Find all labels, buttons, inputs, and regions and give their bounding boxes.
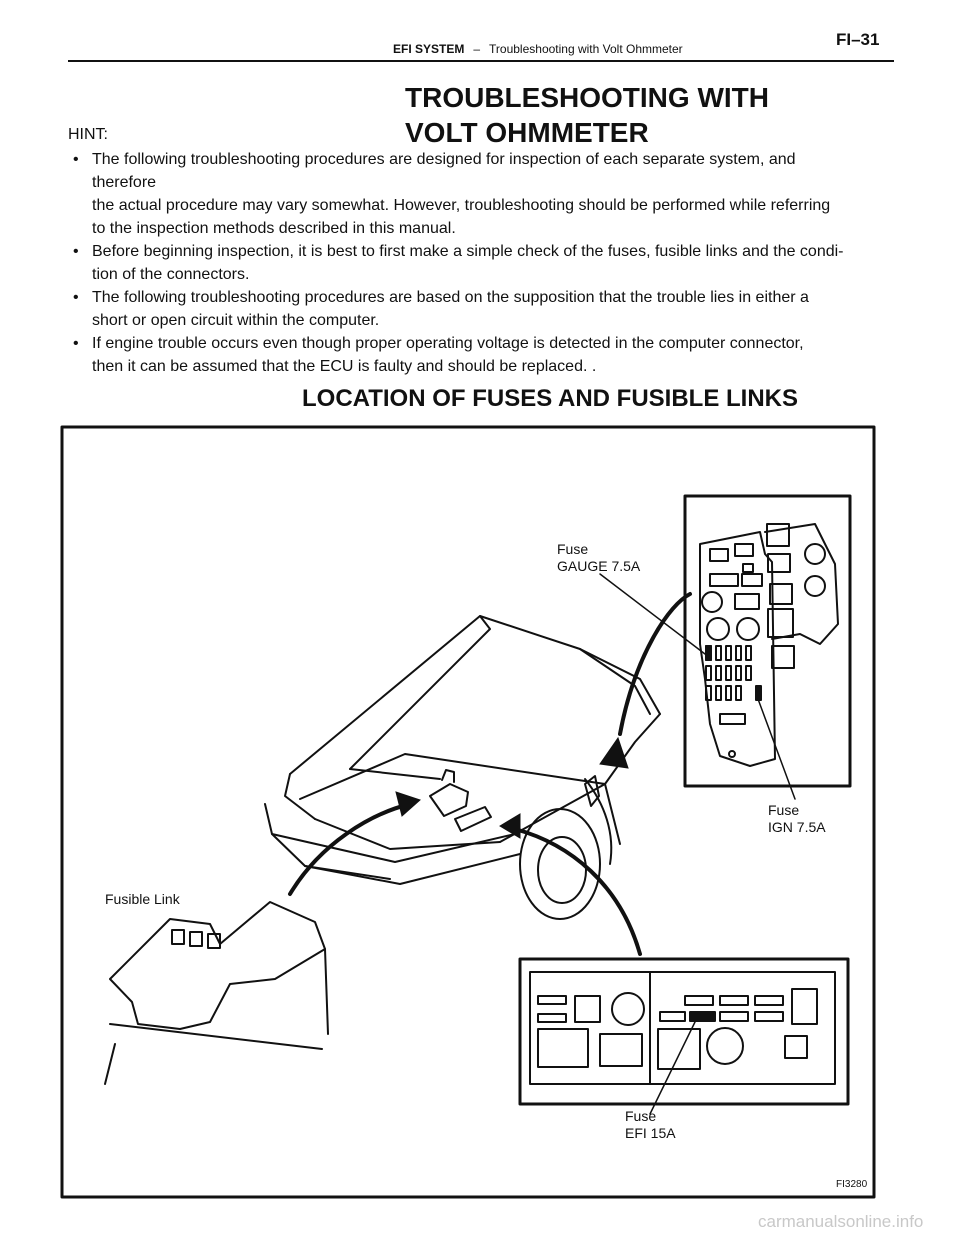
bullet-line: to the inspection methods described in t… <box>92 220 456 237</box>
fuse-location-diagram: Fuse GAUGE 7.5A Fuse IGN 7.5A Fuse EFI 1… <box>60 425 876 1199</box>
arrow-to-upper-block <box>618 592 692 736</box>
location-section-title: LOCATION OF FUSES AND FUSIBLE LINKS <box>302 385 798 412</box>
arrow-to-lower-block <box>513 827 642 956</box>
page-title: TROUBLESHOOTING WITH VOLT OHMMETER <box>405 80 769 150</box>
bullet-item: • The following troubleshooting procedur… <box>70 286 875 332</box>
bullet-dot: • <box>73 151 79 168</box>
bullet-dot: • <box>73 289 79 306</box>
header-section: EFI SYSTEM <box>393 42 465 56</box>
fuse-efi-marker <box>689 1011 716 1022</box>
bullet-dot: • <box>73 243 79 260</box>
header-subsection: Troubleshooting with Volt Ohmmeter <box>489 42 683 56</box>
page-title-line-2: VOLT OHMMETER <box>405 117 649 148</box>
bullet-line: then it can be assumed that the ECU is f… <box>92 358 597 375</box>
callout-fuse-efi-line2: EFI 15A <box>625 1125 676 1141</box>
arrow-to-fusible-link <box>288 802 412 896</box>
page-number: FI–31 <box>836 30 880 49</box>
junction-block-panel-lower <box>518 957 850 1106</box>
figure-frame <box>60 425 876 1199</box>
callout-fuse-gauge-line1: Fuse <box>557 541 588 557</box>
hint-bullet-list: • The following troubleshooting procedur… <box>70 148 875 378</box>
bullet-line: The following troubleshooting procedures… <box>92 151 796 168</box>
callout-fuse-ign-line2: IGN 7.5A <box>768 819 826 835</box>
header-rule <box>68 60 894 62</box>
bullet-line: The following troubleshooting procedures… <box>92 289 809 306</box>
bullet-dot: • <box>73 335 79 352</box>
bullet-item: • The following troubleshooting procedur… <box>70 148 875 240</box>
bullet-item: • If engine trouble occurs even though p… <box>70 332 875 378</box>
hint-label: HINT: <box>68 126 108 143</box>
fuse-gauge-marker <box>705 645 712 661</box>
watermark: carmanualsonline.info <box>758 1212 924 1231</box>
running-header: EFI SYSTEM–Troubleshooting with Volt Ohm… <box>393 42 683 56</box>
bullet-item: • Before beginning inspection, it is bes… <box>70 240 875 286</box>
arrow-head <box>499 813 521 839</box>
bullet-line: therefore <box>92 174 157 191</box>
header-separator: – <box>473 42 481 56</box>
leader-line-efi <box>649 1021 696 1115</box>
callout-fuse-ign-line1: Fuse <box>768 802 799 818</box>
bullet-line: Before beginning inspection, it is best … <box>92 243 844 260</box>
car-illustration <box>264 615 661 920</box>
callout-fusible-link: Fusible Link <box>105 891 181 907</box>
bullet-line: tion of the connectors. <box>92 266 250 283</box>
junction-block-panel-upper <box>683 494 852 788</box>
callout-fuse-gauge-line2: GAUGE 7.5A <box>557 558 641 574</box>
page-title-line-1: TROUBLESHOOTING WITH <box>405 82 769 113</box>
arrow-head <box>599 736 629 769</box>
bullet-line: If engine trouble occurs even though pro… <box>92 335 804 352</box>
bullet-line: short or open circuit within the compute… <box>92 312 380 329</box>
fuse-ign-marker <box>755 685 762 701</box>
fusible-link-detail <box>104 901 329 1085</box>
arrow-head <box>395 791 421 817</box>
leader-line-gauge <box>599 573 706 655</box>
callout-fuse-efi-line1: Fuse <box>625 1108 656 1124</box>
figure-code: FI3280 <box>836 1179 868 1190</box>
bullet-line: the actual procedure may vary somewhat. … <box>92 197 831 214</box>
leader-line-ign <box>757 698 796 800</box>
fuse-location-figure: Fuse GAUGE 7.5A Fuse IGN 7.5A Fuse EFI 1… <box>60 424 876 1199</box>
